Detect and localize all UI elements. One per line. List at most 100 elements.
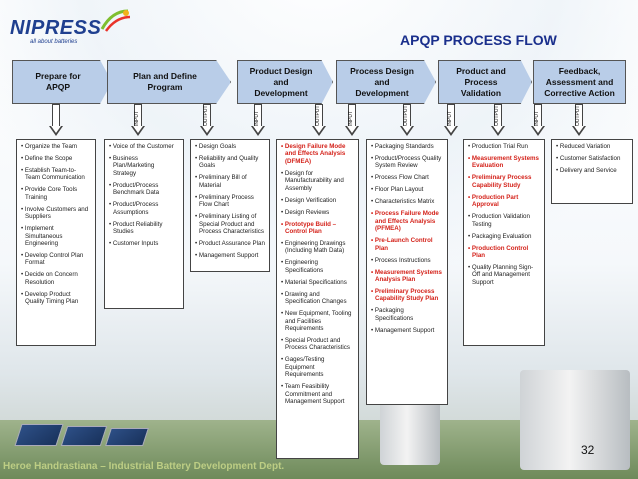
- phase-header-plan: Plan and Define Program: [107, 60, 231, 104]
- list-item: Product/Process Benchmark Data: [109, 182, 179, 197]
- column-design-outputs: Design GoalsReliability and Quality Goal…: [190, 139, 270, 272]
- list-item: Packaging Specifications: [371, 307, 443, 322]
- list-item: Define the Scope: [21, 155, 91, 162]
- phase-header-validation: Product and Process Validation: [438, 60, 532, 104]
- column-prepare: Organize the TeamDefine the ScopeEstabli…: [16, 139, 96, 346]
- phase-label: Product and Process Validation: [456, 65, 506, 98]
- list-item: Customer Inputs: [109, 240, 179, 247]
- nipress-logo: NIPRESS all about batteries: [10, 7, 131, 47]
- arrow-down-icon: [49, 104, 63, 136]
- list-item: Delivery and Service: [556, 167, 628, 174]
- list-item: Design for Manufacturability and Assembl…: [281, 170, 354, 192]
- output-arrow-icon: OUTPUT: [200, 104, 214, 136]
- page-title: APQP PROCESS FLOW: [400, 32, 557, 48]
- list-item: Design Goals: [195, 143, 265, 150]
- list-item: Product Reliability Studies: [109, 221, 179, 236]
- phase-header-prepare: Prepare for APQP: [12, 60, 112, 104]
- phase-label: Product Design and Development: [249, 65, 313, 98]
- list-item: Involve Customers and Suppliers: [21, 206, 91, 221]
- list-item: Measurement Systems Evaluation: [468, 155, 540, 170]
- output-label: OUTPUT: [575, 105, 581, 126]
- list-item: Engineering Drawings (Including Math Dat…: [281, 240, 354, 255]
- input-label: INPUT: [348, 111, 354, 126]
- list-item: Preliminary Process Capability Study: [468, 174, 540, 189]
- list-item: Team Feasibility Commitment and Manageme…: [281, 383, 354, 405]
- list-item: Pre-Launch Control Plan: [371, 237, 443, 252]
- list-item: Production Control Plan: [468, 245, 540, 260]
- output-arrow-icon: OUTPUT: [491, 104, 505, 136]
- list-item: Establish Team-to-Team Communication: [21, 167, 91, 182]
- column-process-design: Packaging StandardsProduct/Process Quali…: [366, 139, 448, 405]
- list-item: Material Specifications: [281, 279, 354, 286]
- list-item: Design Verification: [281, 197, 354, 204]
- solar-panel-image: [14, 424, 64, 446]
- output-label: OUTPUT: [494, 105, 500, 126]
- logo-tagline: all about batteries: [30, 39, 78, 45]
- footer-text: Heroe Handrastiana – Industrial Battery …: [3, 461, 285, 472]
- input-arrow-icon: INPUT: [131, 104, 145, 136]
- solar-panel-image: [105, 428, 149, 446]
- list-item: Prototype Build – Control Plan: [281, 221, 354, 236]
- list-item: Floor Plan Layout: [371, 186, 443, 193]
- list-item: Gages/Testing Equipment Requirements: [281, 356, 354, 378]
- input-arrow-icon: INPUT: [251, 104, 265, 136]
- list-item: Management Support: [371, 327, 443, 334]
- output-arrow-icon: OUTPUT: [572, 104, 586, 136]
- list-item: Characteristics Matrix: [371, 198, 443, 205]
- phase-label: Prepare for APQP: [35, 71, 81, 92]
- phase-header-process-design: Process Design and Development: [336, 60, 436, 104]
- list-item: Product Assurance Plan: [195, 240, 265, 247]
- input-label: INPUT: [254, 111, 260, 126]
- input-arrow-icon: INPUT: [531, 104, 545, 136]
- list-item: Implement Simultaneous Engineering: [21, 225, 91, 247]
- list-item: Reliability and Quality Goals: [195, 155, 265, 170]
- output-label: OUTPUT: [315, 105, 321, 126]
- column-product-design: Design Failure Mode and Effects Analysis…: [276, 139, 359, 459]
- list-item: Develop Control Plan Format: [21, 252, 91, 267]
- output-arrow-icon: OUTPUT: [312, 104, 326, 136]
- list-item: Preliminary Bill of Material: [195, 174, 265, 189]
- column-feedback: Reduced VariationCustomer SatisfactionDe…: [551, 139, 633, 204]
- input-arrow-icon: INPUT: [444, 104, 458, 136]
- list-item: New Equipment, Tooling and Facilities Re…: [281, 310, 354, 332]
- list-item: Process Instructions: [371, 257, 443, 264]
- list-item: Business Plan/Marketing Strategy: [109, 155, 179, 177]
- input-label: INPUT: [134, 111, 140, 126]
- output-label: OUTPUT: [203, 105, 209, 126]
- phase-label: Plan and Define Program: [133, 71, 197, 92]
- input-label: INPUT: [534, 111, 540, 126]
- list-item: Preliminary Process Capability Study Pla…: [371, 288, 443, 303]
- list-item: Production Trial Run: [468, 143, 540, 150]
- solar-panel-image: [60, 426, 108, 446]
- list-item: Provide Core Tools Training: [21, 186, 91, 201]
- list-item: Quality Planning Sign-Off and Management…: [468, 264, 540, 286]
- phase-label: Process Design and Development: [350, 65, 414, 98]
- list-item: Packaging Standards: [371, 143, 443, 150]
- list-item: Production Validation Testing: [468, 213, 540, 228]
- input-arrow-icon: INPUT: [345, 104, 359, 136]
- list-item: Process Failure Mode and Effects Analysi…: [371, 210, 443, 232]
- list-item: Special Product and Process Characterist…: [281, 337, 354, 352]
- list-item: Drawing and Specification Changes: [281, 291, 354, 306]
- page-number: 32: [581, 443, 595, 457]
- phase-header-feedback: Feedback, Assessment and Corrective Acti…: [533, 60, 626, 104]
- list-item: Develop Product Quality Timing Plan: [21, 291, 91, 306]
- tank-image: [520, 370, 630, 470]
- logo-name: NIPRESS: [10, 17, 102, 39]
- input-label: INPUT: [447, 111, 453, 126]
- list-item: Design Reviews: [281, 209, 354, 216]
- list-item: Management Support: [195, 252, 265, 259]
- phase-label: Feedback, Assessment and Corrective Acti…: [544, 65, 615, 98]
- list-item: Reduced Variation: [556, 143, 628, 150]
- list-item: Product/Process Assumptions: [109, 201, 179, 216]
- phase-header-product-design: Product Design and Development: [237, 60, 333, 104]
- output-label: OUTPUT: [403, 105, 409, 126]
- list-item: Process Flow Chart: [371, 174, 443, 181]
- output-arrow-icon: OUTPUT: [400, 104, 414, 136]
- list-item: Production Part Approval: [468, 194, 540, 209]
- list-item: Design Failure Mode and Effects Analysis…: [281, 143, 354, 165]
- column-plan: Voice of the CustomerBusiness Plan/Marke…: [104, 139, 184, 309]
- list-item: Voice of the Customer: [109, 143, 179, 150]
- list-item: Measurement Systems Analysis Plan: [371, 269, 443, 284]
- list-item: Customer Satisfaction: [556, 155, 628, 162]
